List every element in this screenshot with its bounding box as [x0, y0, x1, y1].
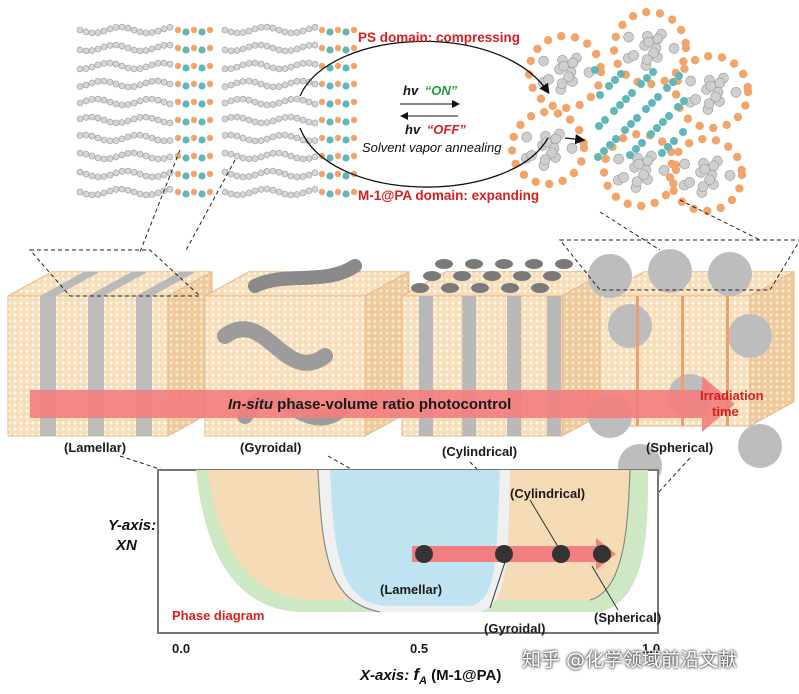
hv-off-label: hv “OFF” [405, 122, 466, 137]
cylindrical-region-label: (Cylindrical) [510, 486, 585, 501]
gyroidal-region-label: (Gyroidal) [484, 621, 545, 636]
off-arrow-head [565, 138, 583, 140]
watermark: 知乎 @化学领域前沿文献 [522, 645, 737, 672]
y-axis-title: Y-axis: [108, 517, 156, 534]
lamellar-region-label: (Lamellar) [380, 582, 442, 597]
state-point-gyroidal [495, 545, 513, 563]
spherical-micelles-illustration [508, 8, 752, 215]
cylindrical-cube-label: (Cylindrical) [442, 444, 517, 459]
hv-on-label: hv “ON” [403, 83, 458, 98]
phase-diagram-label: Phase diagram [172, 608, 265, 623]
zoom-line [140, 150, 180, 252]
spherical-region-label: (Spherical) [594, 610, 661, 625]
gyroidal-cube-label: (Gyroidal) [240, 440, 301, 455]
photocontrol-label: In-situ phase-volume ratio photocontrol [228, 396, 511, 413]
solvent-annealing-label: Solvent vapor annealing [362, 140, 502, 155]
state-point-spherical [593, 545, 611, 563]
lamellar-cube-label: (Lamellar) [64, 440, 126, 455]
ps-domain-label: PS domain: compressing [358, 30, 520, 45]
state-point-cylindrical [552, 545, 570, 563]
state-point-lamellar [415, 545, 433, 563]
lamellar-polymer-chains [77, 24, 357, 198]
zoom-line [600, 212, 660, 250]
x-tick-05: 0.5 [410, 641, 428, 656]
x-axis-title: X-axis: fA (M-1@PA) [359, 665, 501, 687]
time-label: time [712, 404, 739, 419]
y-axis-subtitle: XN [115, 537, 138, 554]
x-tick-0: 0.0 [172, 641, 190, 656]
m1-domain-label: M-1@PA domain: expanding [358, 188, 539, 203]
irradiation-label: Irradiation [700, 388, 764, 403]
spherical-cube-label: (Spherical) [646, 440, 713, 455]
